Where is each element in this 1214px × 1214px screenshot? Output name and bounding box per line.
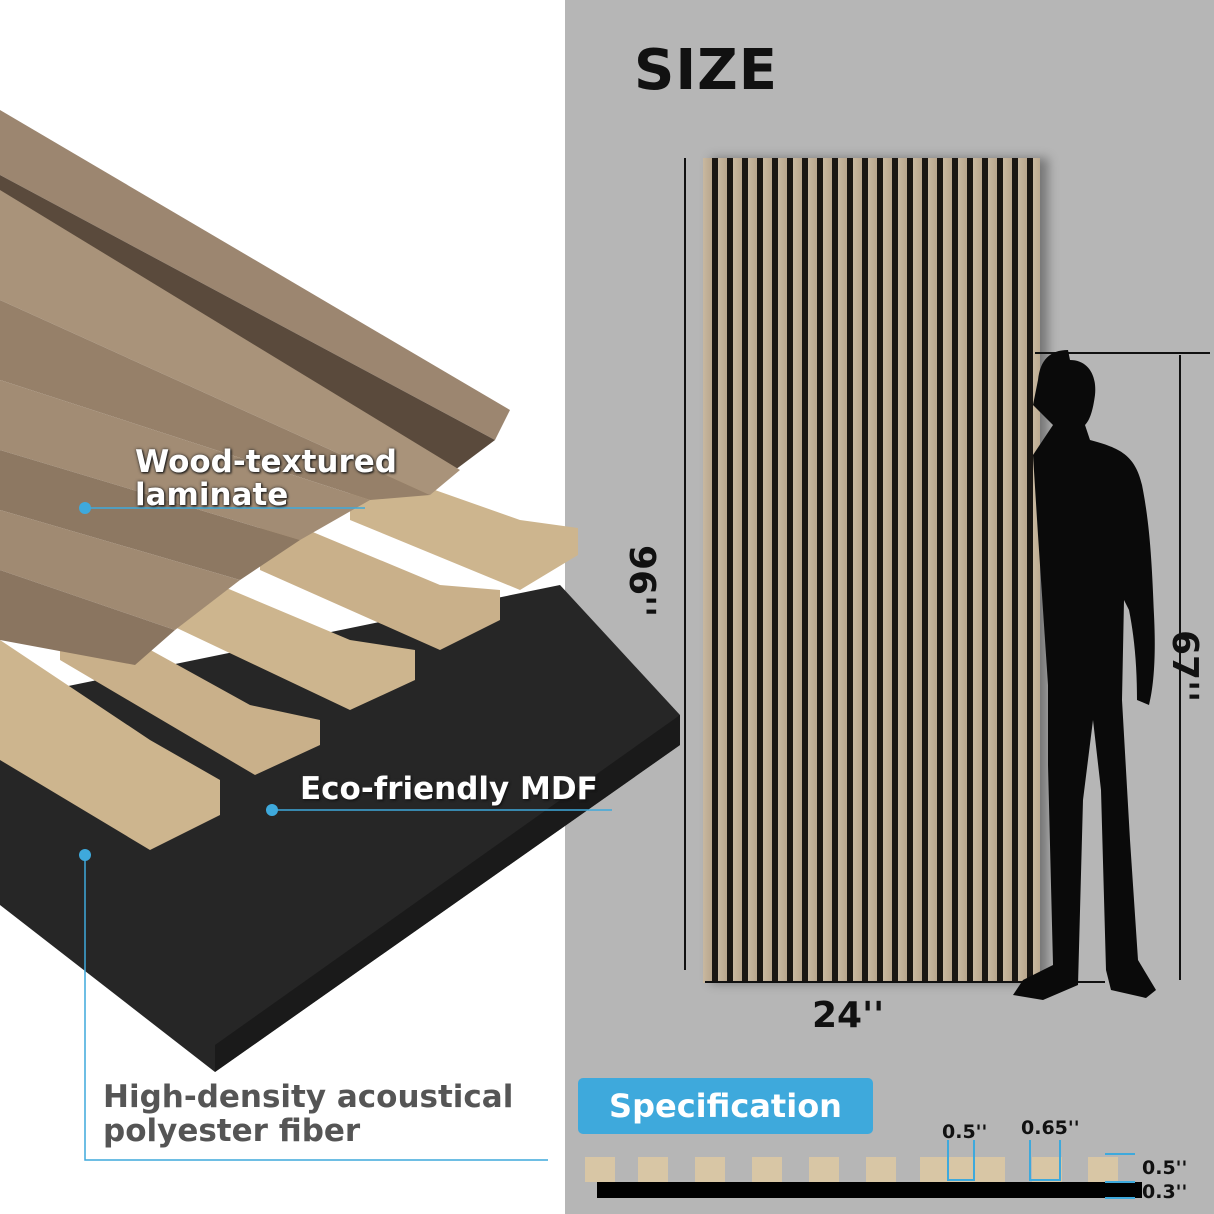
slat-width-label: 0.5'' bbox=[942, 1121, 988, 1143]
mdf-label: Eco-friendly MDF bbox=[300, 771, 598, 807]
dimension-lines bbox=[684, 158, 1210, 1000]
width-dimension: 24'' bbox=[812, 995, 885, 1036]
wood-laminate-slats bbox=[0, 110, 510, 665]
size-title: SIZE bbox=[634, 38, 779, 103]
acoustic-panel bbox=[703, 158, 1040, 983]
specification-button[interactable]: Specification bbox=[578, 1078, 873, 1134]
slat-depth-label: 0.5'' bbox=[1142, 1157, 1188, 1179]
cross-section-diagram bbox=[585, 1140, 1142, 1199]
callout-lines bbox=[84, 507, 612, 1161]
callout-dots bbox=[79, 502, 278, 861]
person-silhouette bbox=[1013, 350, 1156, 1000]
base-thickness-label: 0.3'' bbox=[1142, 1181, 1188, 1203]
laminate-label: Wood-textured laminate bbox=[135, 444, 397, 513]
gap-label: 0.65'' bbox=[1021, 1117, 1080, 1139]
height-dimension: 96'' bbox=[621, 545, 662, 618]
fiber-label: High-density acoustical polyester fiber bbox=[103, 1079, 514, 1149]
person-height-dimension: 67'' bbox=[1164, 630, 1205, 703]
panel-layers-illustration bbox=[0, 110, 680, 1161]
